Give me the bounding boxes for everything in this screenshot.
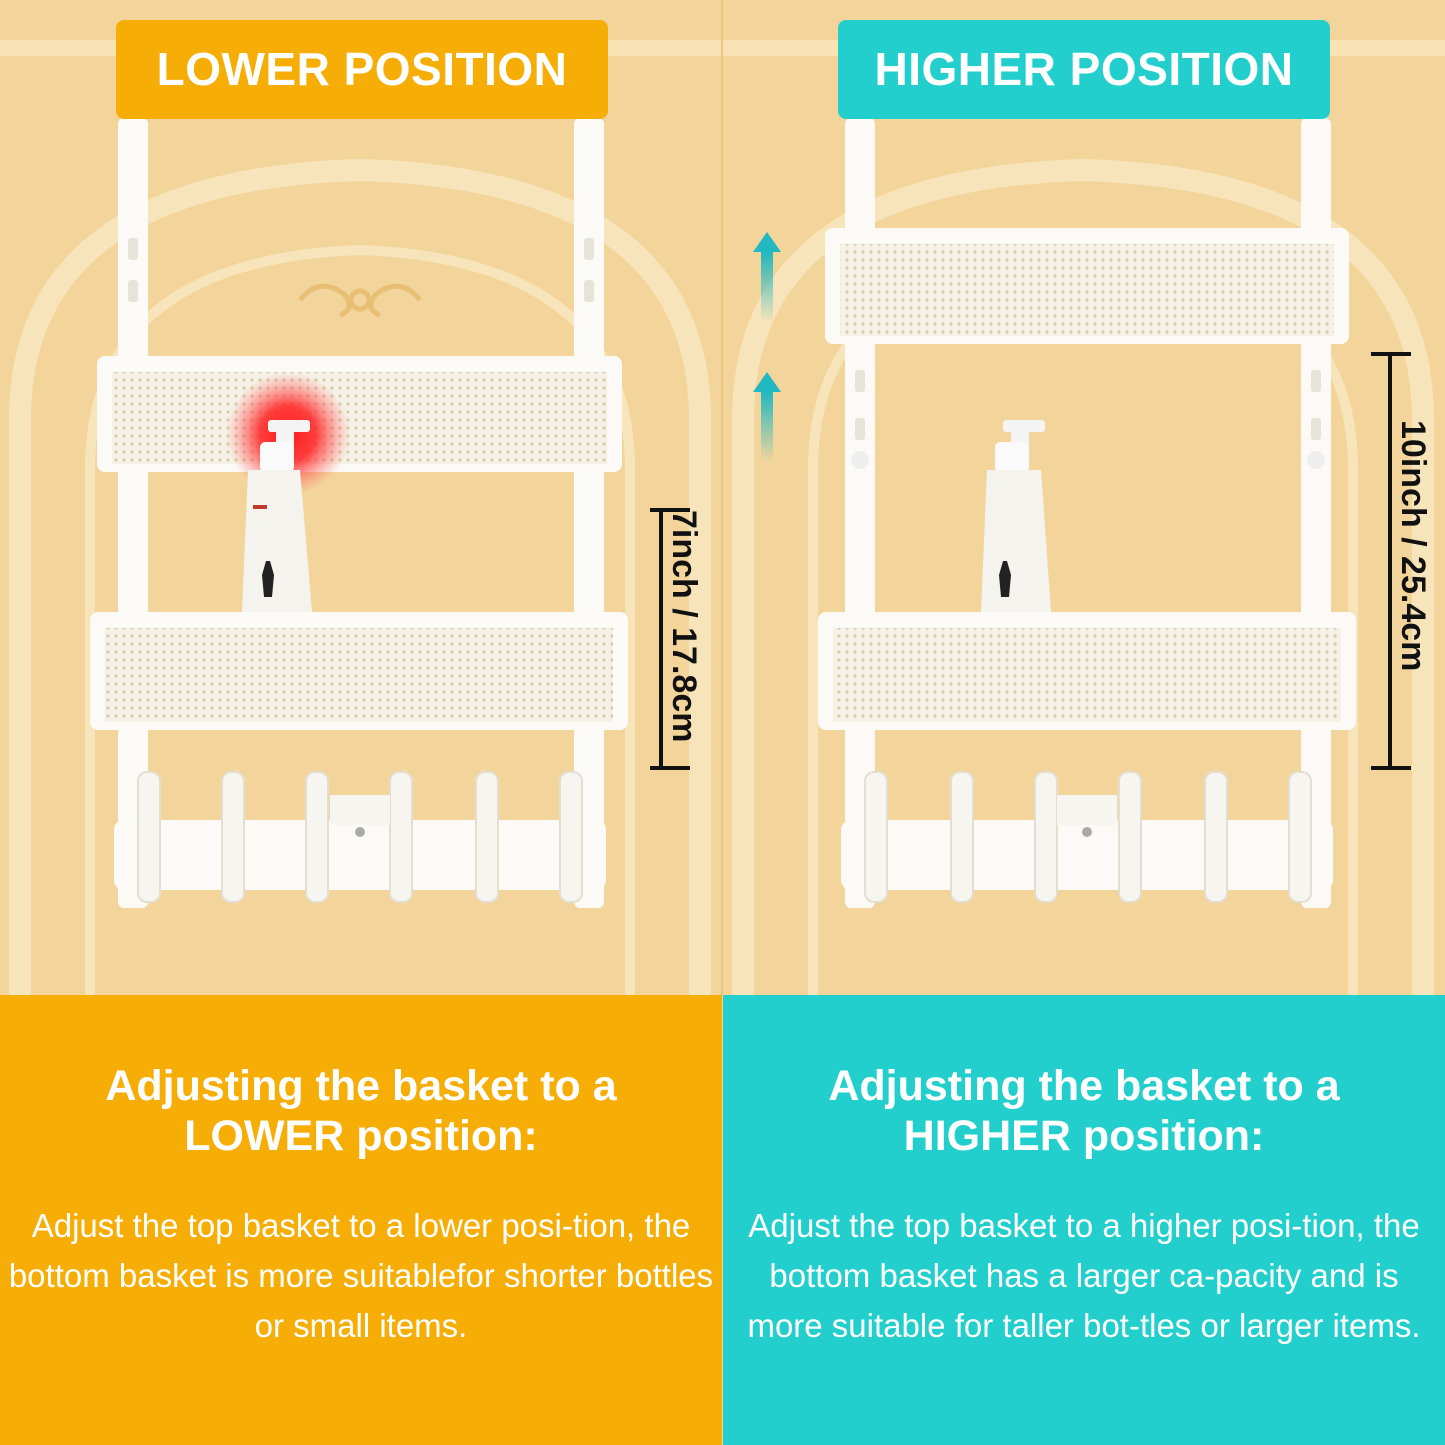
higher-measure-label: 10inch / 25.4cm xyxy=(1394,420,1432,672)
higher-rack-illustration xyxy=(723,0,1445,995)
lower-heading: Adjusting the basket to a LOWER position… xyxy=(105,1062,617,1160)
higher-position-badge: HIGHER POSITION xyxy=(838,20,1330,119)
lower-position-panel: Adjusting the basket to a LOWER position… xyxy=(0,995,722,1445)
higher-position-column: HIGHER POSITION 10inch / 25.4cm Adjustin… xyxy=(723,0,1445,1445)
up-arrow-icon xyxy=(753,372,781,462)
higher-description: Adjust the top basket to a higher posi-t… xyxy=(747,1207,1421,1344)
hooks xyxy=(137,771,583,903)
measure-bracket xyxy=(650,508,690,770)
higher-position-photo xyxy=(723,0,1445,995)
bottle xyxy=(242,470,312,612)
higher-position-panel: Adjusting the basket to a HIGHER positio… xyxy=(723,995,1445,1445)
hooks xyxy=(864,771,1312,903)
lower-rack-illustration xyxy=(0,0,722,995)
door-ornament xyxy=(298,283,422,318)
measure-bracket xyxy=(1371,352,1411,770)
lower-position-badge: LOWER POSITION xyxy=(116,20,608,119)
bottle xyxy=(981,470,1051,612)
lower-position-photo xyxy=(0,0,722,995)
lower-description: Adjust the top basket to a lower posi-ti… xyxy=(8,1207,714,1344)
higher-heading: Adjusting the basket to a HIGHER positio… xyxy=(828,1062,1340,1160)
up-arrow-icon xyxy=(753,232,781,322)
lower-measure-label: 7inch / 17.8cm xyxy=(665,510,703,743)
column-divider xyxy=(721,0,724,995)
door-arch-outer xyxy=(9,158,711,995)
lower-position-column: LOWER POSITION 7inch / 17.8cm Adjusting … xyxy=(0,0,722,1445)
